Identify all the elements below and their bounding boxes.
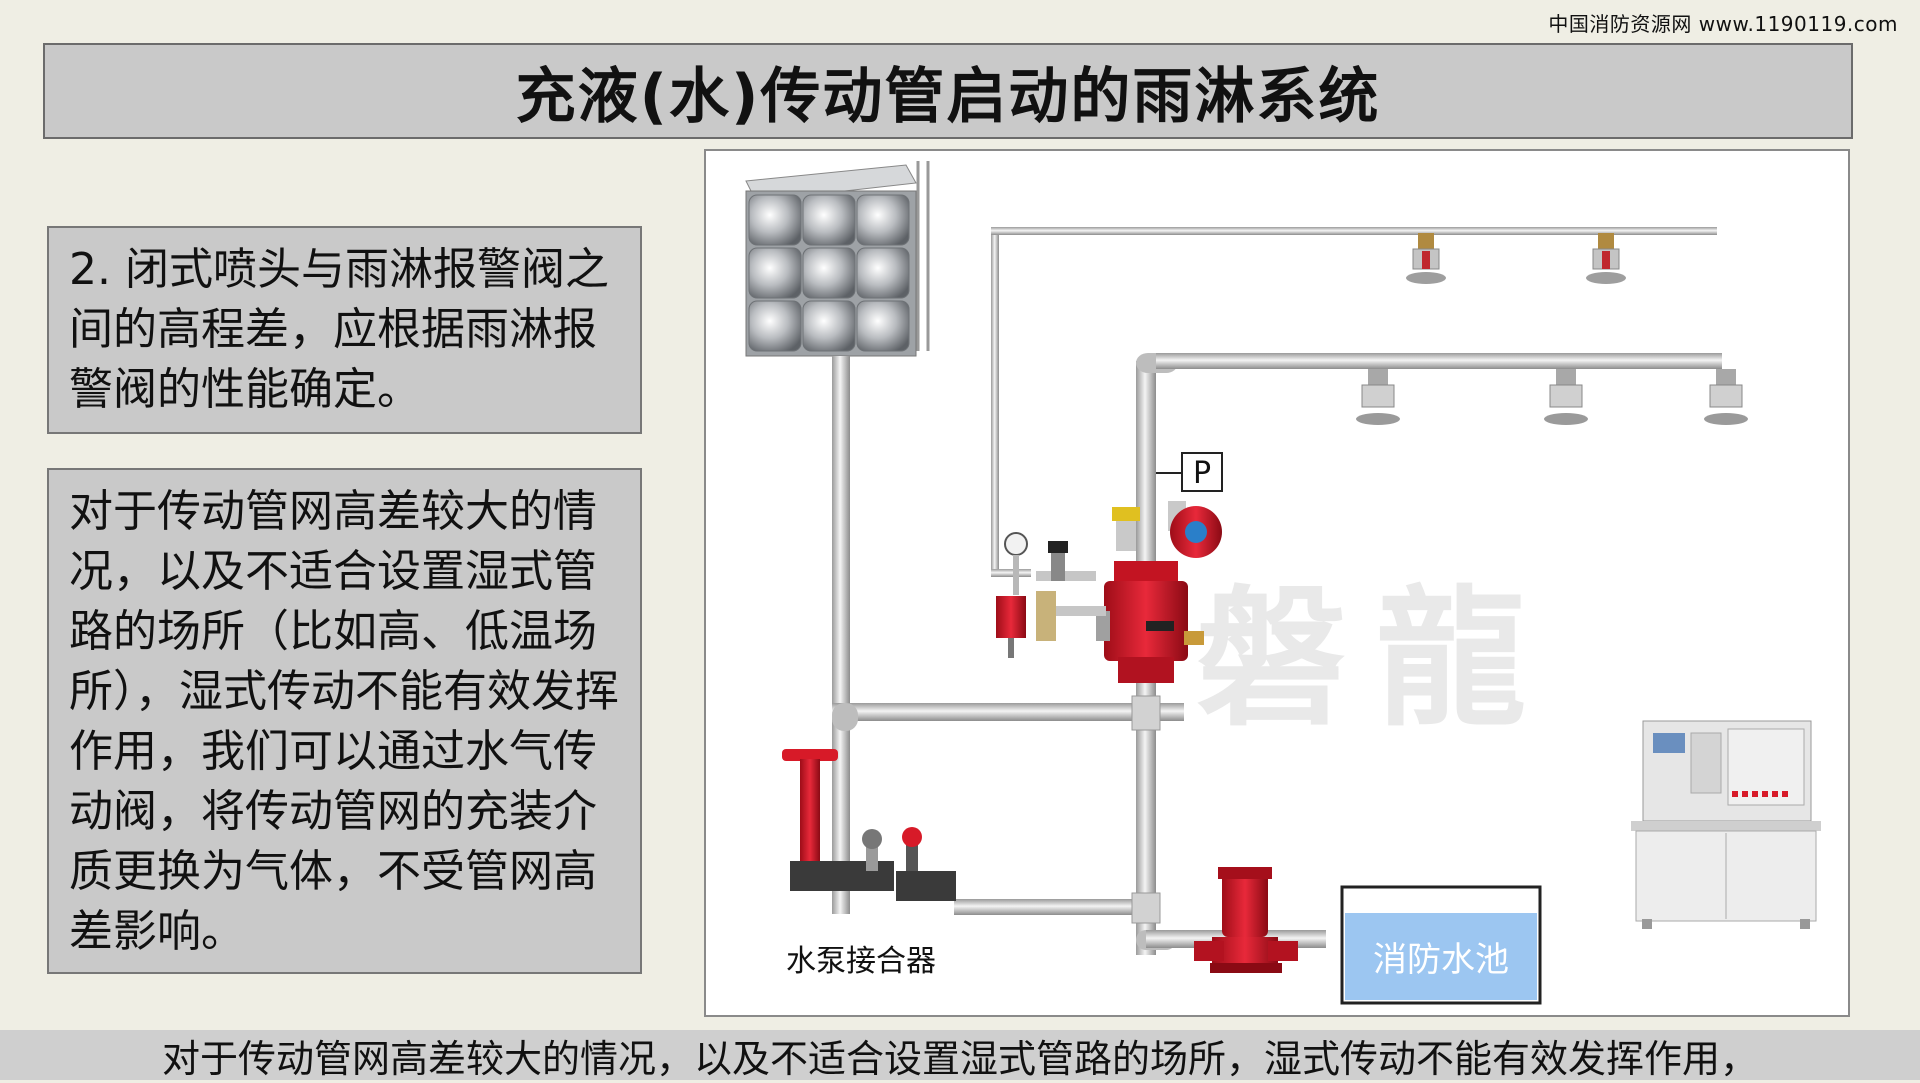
closed-sprinkler-2 <box>1586 233 1626 284</box>
alarm-bell <box>1168 501 1222 558</box>
note-explanation-text: 对于传动管网高差较大的情况，以及不适合设置湿式管路的场所（比如高、低温场所），湿… <box>69 486 619 957</box>
pump-connector-label: 水泵接合器 <box>786 944 936 979</box>
pressure-switch: P <box>1156 452 1223 492</box>
title-bar: 充液(水)传动管启动的雨淋系统 <box>43 43 1853 139</box>
note-point-2: 2. 闭式喷头与雨淋报警阀之间的高程差，应根据雨淋报警阀的性能确定。 <box>47 226 642 434</box>
page-title: 充液(水)传动管启动的雨淋系统 <box>515 61 1381 132</box>
note-explanation: 对于传动管网高差较大的情况，以及不适合设置湿式管路的场所（比如高、低温场所），湿… <box>47 468 642 974</box>
fire-pool-label: 消防水池 <box>1373 940 1509 980</box>
pump-connector <box>782 749 956 901</box>
deluge-valve <box>1096 507 1204 683</box>
subtitle-text: 对于传动管网高差较大的情况，以及不适合设置湿式管路的场所，湿式传动不能有效发挥作… <box>161 1036 1758 1081</box>
water-tank <box>745 161 930 357</box>
fire-pool: 消防水池 <box>1340 885 1542 1005</box>
source-watermark: 中国消防资源网 www.1190119.com <box>1548 12 1898 36</box>
transmission-pipe <box>991 227 1717 577</box>
fire-pump <box>1194 867 1298 973</box>
open-sprinkler-3 <box>1704 369 1748 425</box>
open-sprinkler-1 <box>1356 369 1400 425</box>
subtitle-bar: 对于传动管网高差较大的情况，以及不适合设置湿式管路的场所，湿式传动不能有效发挥作… <box>0 1030 1920 1081</box>
brand-logo-watermark: 磐龍 <box>1196 573 1556 747</box>
deluge-distribution-pipe <box>1156 353 1722 369</box>
valve-trim <box>996 532 1106 658</box>
open-sprinkler-2 <box>1544 369 1588 425</box>
closed-sprinkler-1 <box>1406 233 1446 284</box>
system-diagram: 磐龍 <box>704 149 1850 1017</box>
system-diagram-svg: 磐龍 <box>745 161 1821 1005</box>
pressure-switch-label: P <box>1193 456 1211 491</box>
note-point-2-text: 2. 闭式喷头与雨淋报警阀之间的高程差，应根据雨淋报警阀的性能确定。 <box>69 244 609 415</box>
fire-alarm-control-panel <box>1631 720 1821 929</box>
